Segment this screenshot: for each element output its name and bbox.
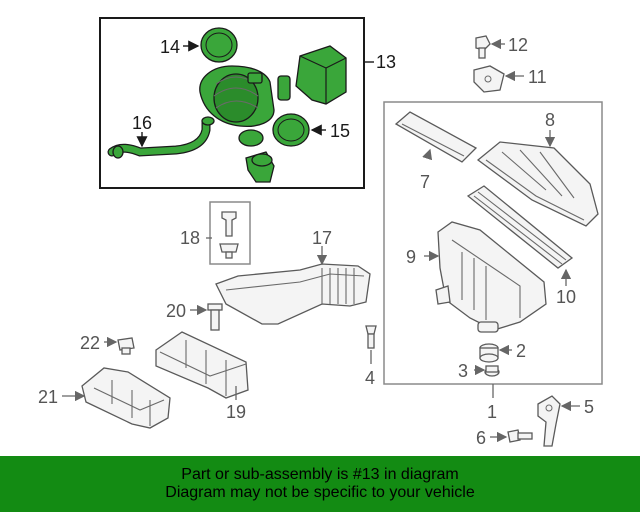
assembly-1-box[interactable] — [383, 101, 603, 385]
part-10-filter[interactable] — [466, 185, 574, 269]
label-1: 1 — [487, 402, 497, 422]
part-11-bracket[interactable] — [473, 65, 505, 93]
parts-diagram: 14 13 15 16 12 11 — [38, 17, 603, 448]
label-3: 3 — [458, 361, 468, 381]
label-14: 14 — [160, 37, 180, 57]
info-banner: Part or sub-assembly is #13 in diagram D… — [0, 456, 640, 512]
label-18: 18 — [180, 228, 200, 248]
label-20: 20 — [166, 301, 186, 321]
label-22: 22 — [80, 333, 100, 353]
subassembly-13-box[interactable] — [99, 17, 374, 189]
part-5-bracket[interactable] — [537, 395, 561, 447]
label-2: 2 — [516, 341, 526, 361]
label-6: 6 — [476, 428, 486, 448]
label-7: 7 — [420, 172, 430, 192]
part-17-duct[interactable] — [215, 263, 371, 325]
part-4-pin[interactable] — [365, 325, 377, 349]
label-5: 5 — [584, 397, 594, 417]
label-13: 13 — [376, 52, 396, 72]
part-19-bracket[interactable] — [155, 331, 249, 399]
label-17: 17 — [312, 228, 332, 248]
part-14-seal[interactable] — [200, 27, 238, 63]
label-16: 16 — [132, 113, 152, 133]
part-16-hose[interactable] — [107, 116, 215, 159]
part-21-tray[interactable] — [81, 367, 171, 429]
part-18-fastener-group[interactable] — [209, 201, 251, 265]
part-22-nut[interactable] — [117, 337, 135, 355]
part-13-intake-body[interactable] — [199, 65, 291, 128]
label-11: 11 — [528, 67, 547, 87]
part-13-resonator[interactable] — [295, 45, 347, 105]
part-12-bolt[interactable] — [475, 35, 491, 59]
label-4: 4 — [365, 368, 375, 388]
part-8-upper-housing[interactable] — [476, 141, 599, 227]
label-19: 19 — [226, 402, 246, 422]
part-2-grommet[interactable] — [479, 343, 499, 363]
banner-line-1: Part or sub-assembly is #13 in diagram — [181, 466, 459, 483]
part-15-clamp[interactable] — [272, 113, 310, 147]
part-13-connector[interactable] — [238, 129, 275, 183]
label-21: 21 — [38, 387, 58, 407]
part-20-bolt[interactable] — [207, 303, 223, 331]
part-6-bolt[interactable] — [507, 429, 533, 443]
label-10: 10 — [556, 287, 576, 307]
banner-line-2: Diagram may not be specific to your vehi… — [165, 484, 475, 501]
label-15: 15 — [330, 121, 350, 141]
label-12: 12 — [508, 35, 528, 55]
part-3-grommet[interactable] — [484, 365, 500, 377]
label-8: 8 — [545, 110, 555, 130]
part-7-panel[interactable] — [394, 111, 478, 163]
label-9: 9 — [406, 247, 416, 267]
part-9-lower-housing[interactable] — [435, 221, 547, 333]
